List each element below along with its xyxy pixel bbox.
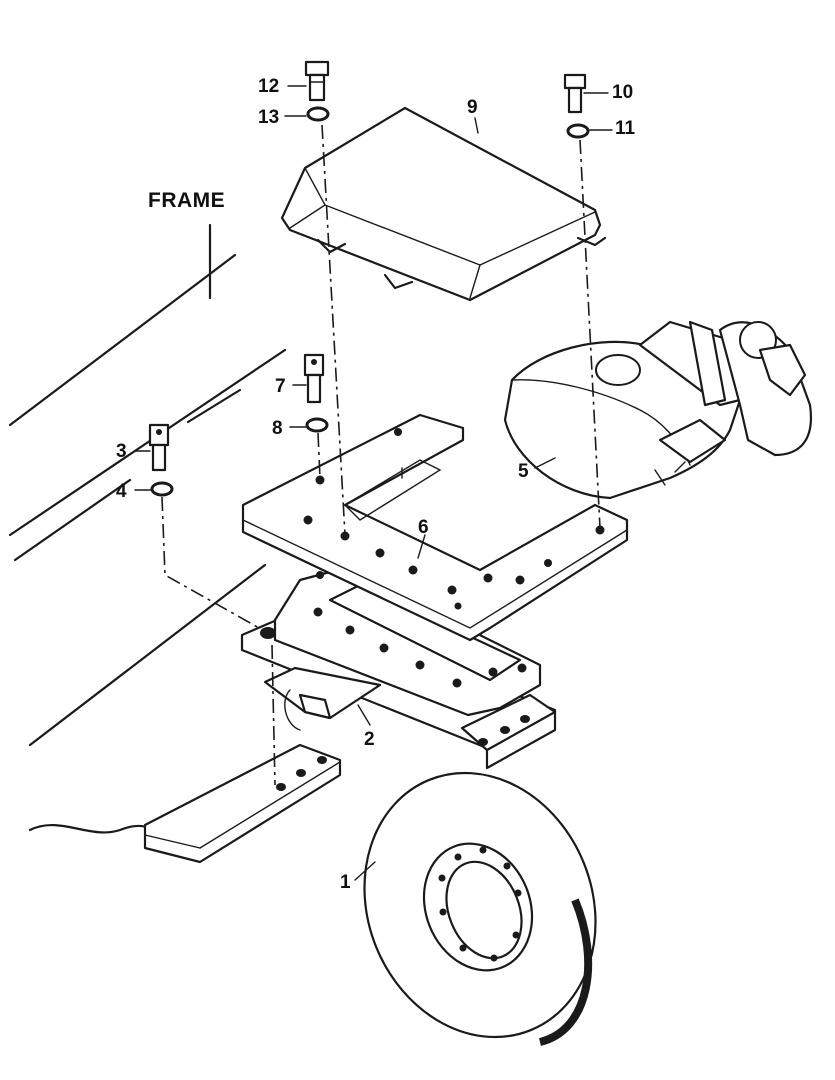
callout-12: 12 [258,76,279,97]
callout-9: 9 [467,97,478,118]
callout-10: 10 [612,82,633,103]
bolt-10 [563,73,587,114]
frame-bracket [143,743,342,864]
washer-8 [305,417,329,433]
bolt-3 [148,423,170,472]
frame-structure [8,223,287,834]
caliper-cover [280,106,607,302]
bolt-12 [304,60,330,102]
brake-disc [363,771,597,1046]
callout-13: 13 [258,107,279,128]
callout-8: 8 [272,418,283,439]
callout-4: 4 [116,481,127,502]
callout-11: 11 [615,118,636,139]
callout-2: 2 [364,729,375,750]
callout-5: 5 [518,461,529,482]
washer-13 [306,106,330,122]
bolt-7 [303,353,325,404]
washer-4 [150,481,174,497]
callout-6: 6 [418,517,429,538]
adapter-plate [241,413,629,642]
lower-bracket [273,566,542,717]
leader-lines [134,85,613,881]
assembly-lines [161,124,601,786]
callout-7: 7 [275,376,286,397]
washer-11 [566,123,590,139]
callout-1: 1 [340,872,351,893]
brake-caliper [503,320,813,500]
frame-label: FRAME [148,189,225,212]
callout-3: 3 [116,441,127,462]
